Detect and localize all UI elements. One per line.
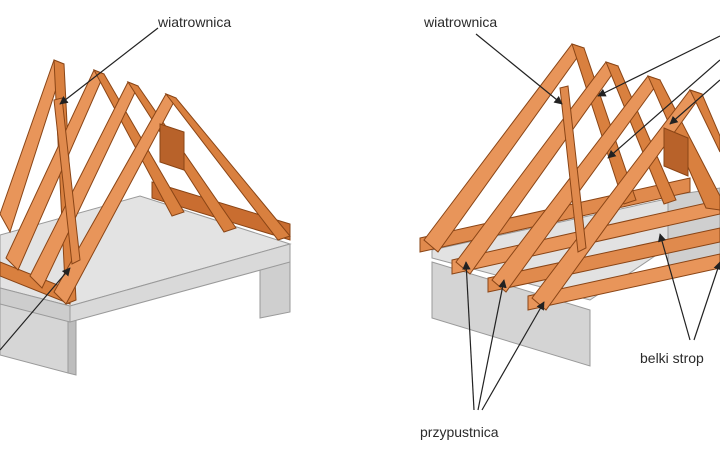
left-front-plate (0, 261, 71, 305)
left-support-wall-front (67, 317, 77, 376)
left-concrete-slab-side (69, 243, 291, 323)
right-wind-brace-arrow-2 (597, 35, 720, 97)
purlin-post-arrow-1 (462, 261, 475, 411)
label-right-wiatrownica: wiatrownica (424, 14, 498, 30)
floor-beams-arrow-2 (693, 261, 720, 341)
right-wind-brace-arrow-3 (607, 59, 720, 159)
right-wind-brace-arrow-4 (669, 79, 720, 125)
left-wind-brace (53, 97, 81, 265)
left-wind-brace-arrow (59, 27, 159, 105)
label-left-wiatrownica: wiatrownica (158, 14, 232, 30)
purlin-post-arrow-3 (481, 301, 545, 411)
right-wind-brace-arrow-1 (475, 33, 563, 105)
right-rafter-4b (689, 89, 720, 153)
right-floor-beam-4 (527, 253, 720, 311)
right-ridge-block (663, 127, 689, 177)
right-wind-brace (559, 85, 587, 253)
left-rafter-4b (164, 92, 291, 241)
label-przypustnica: przypustnica (420, 424, 499, 440)
label-belki-strop: belki strop (640, 350, 704, 366)
left-ridge-block (159, 123, 185, 171)
left-lower-arrow (0, 267, 71, 351)
floor-beams-arrow-1 (658, 233, 691, 341)
left-roof-model (0, 27, 292, 376)
right-roof-model (419, 33, 720, 411)
right-floor-beam-3 (487, 227, 720, 293)
purlin-post-arrow-2 (477, 279, 507, 411)
